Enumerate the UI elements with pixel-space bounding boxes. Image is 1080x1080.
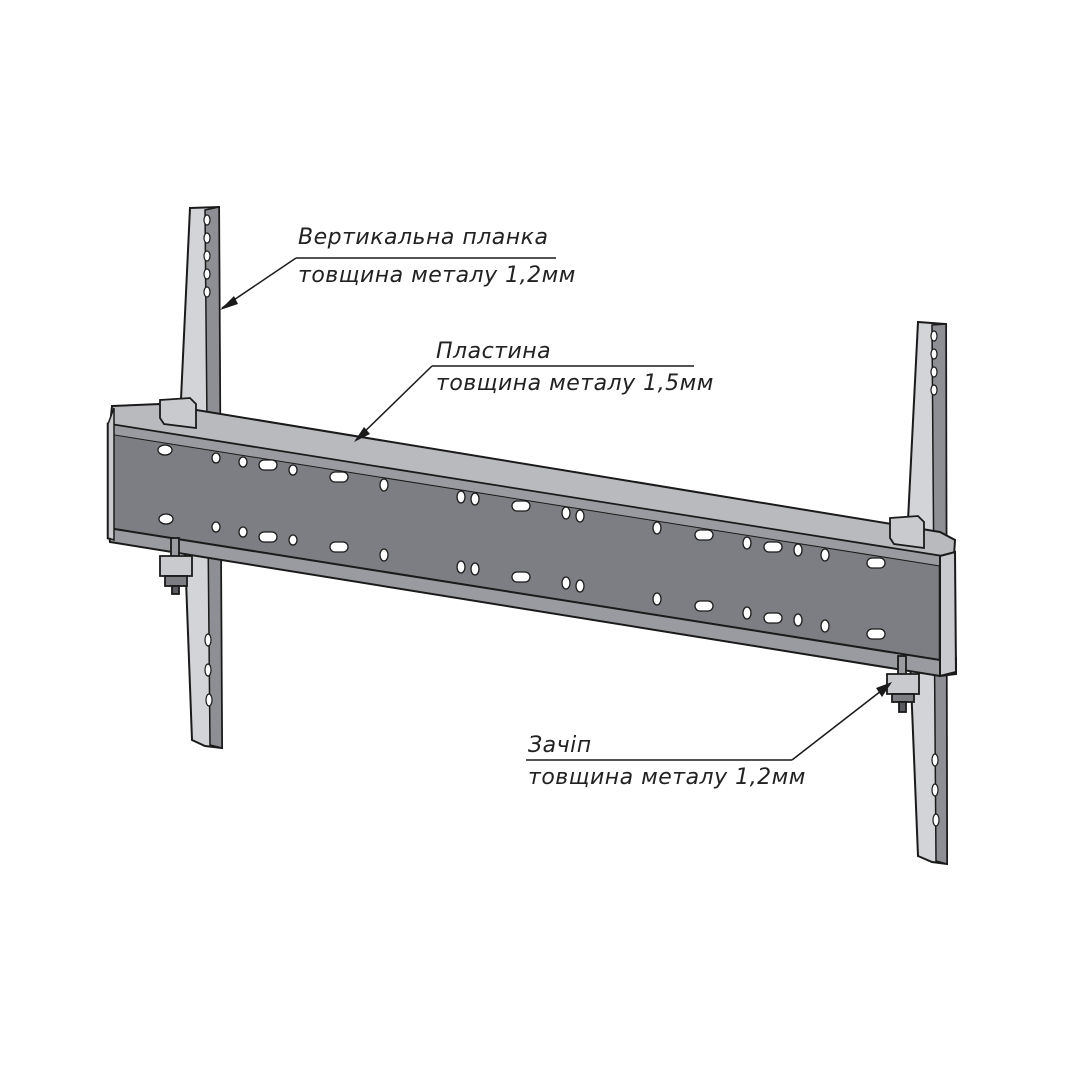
arrow-plate <box>354 427 370 442</box>
callout-plate: Пластина товщина металу 1,5мм <box>436 339 714 396</box>
mounting-plate <box>106 397 958 678</box>
left-latch <box>159 537 193 595</box>
callout-vertical-strip-detail: товщина металу 1,2мм <box>298 263 576 288</box>
callout-plate-detail: товщина металу 1,5мм <box>436 371 714 396</box>
left-strip-slots <box>203 214 213 707</box>
plate-right-end <box>939 550 958 678</box>
callout-vertical-strip: Вертикальна планка товщина металу 1,2мм <box>298 225 576 288</box>
left-hanger-hook <box>159 397 197 430</box>
plate-left-end <box>107 407 115 542</box>
callout-vertical-strip-title: Вертикальна планка <box>298 225 548 250</box>
arrow-latch <box>876 682 892 697</box>
leader-arrowheads <box>220 296 892 697</box>
leader-lines <box>221 257 891 761</box>
callout-plate-title: Пластина <box>436 339 551 364</box>
plate-holes <box>157 444 886 640</box>
callout-latch: Зачіп товщина металу 1,2мм <box>528 733 806 790</box>
callout-latch-detail: товщина металу 1,2мм <box>528 765 806 790</box>
right-latch <box>886 655 920 713</box>
callout-latch-title: Зачіп <box>528 733 592 758</box>
arrow-vertical-strip <box>220 296 238 310</box>
right-strip-slots <box>930 330 940 827</box>
right-hanger-hook <box>889 515 925 550</box>
